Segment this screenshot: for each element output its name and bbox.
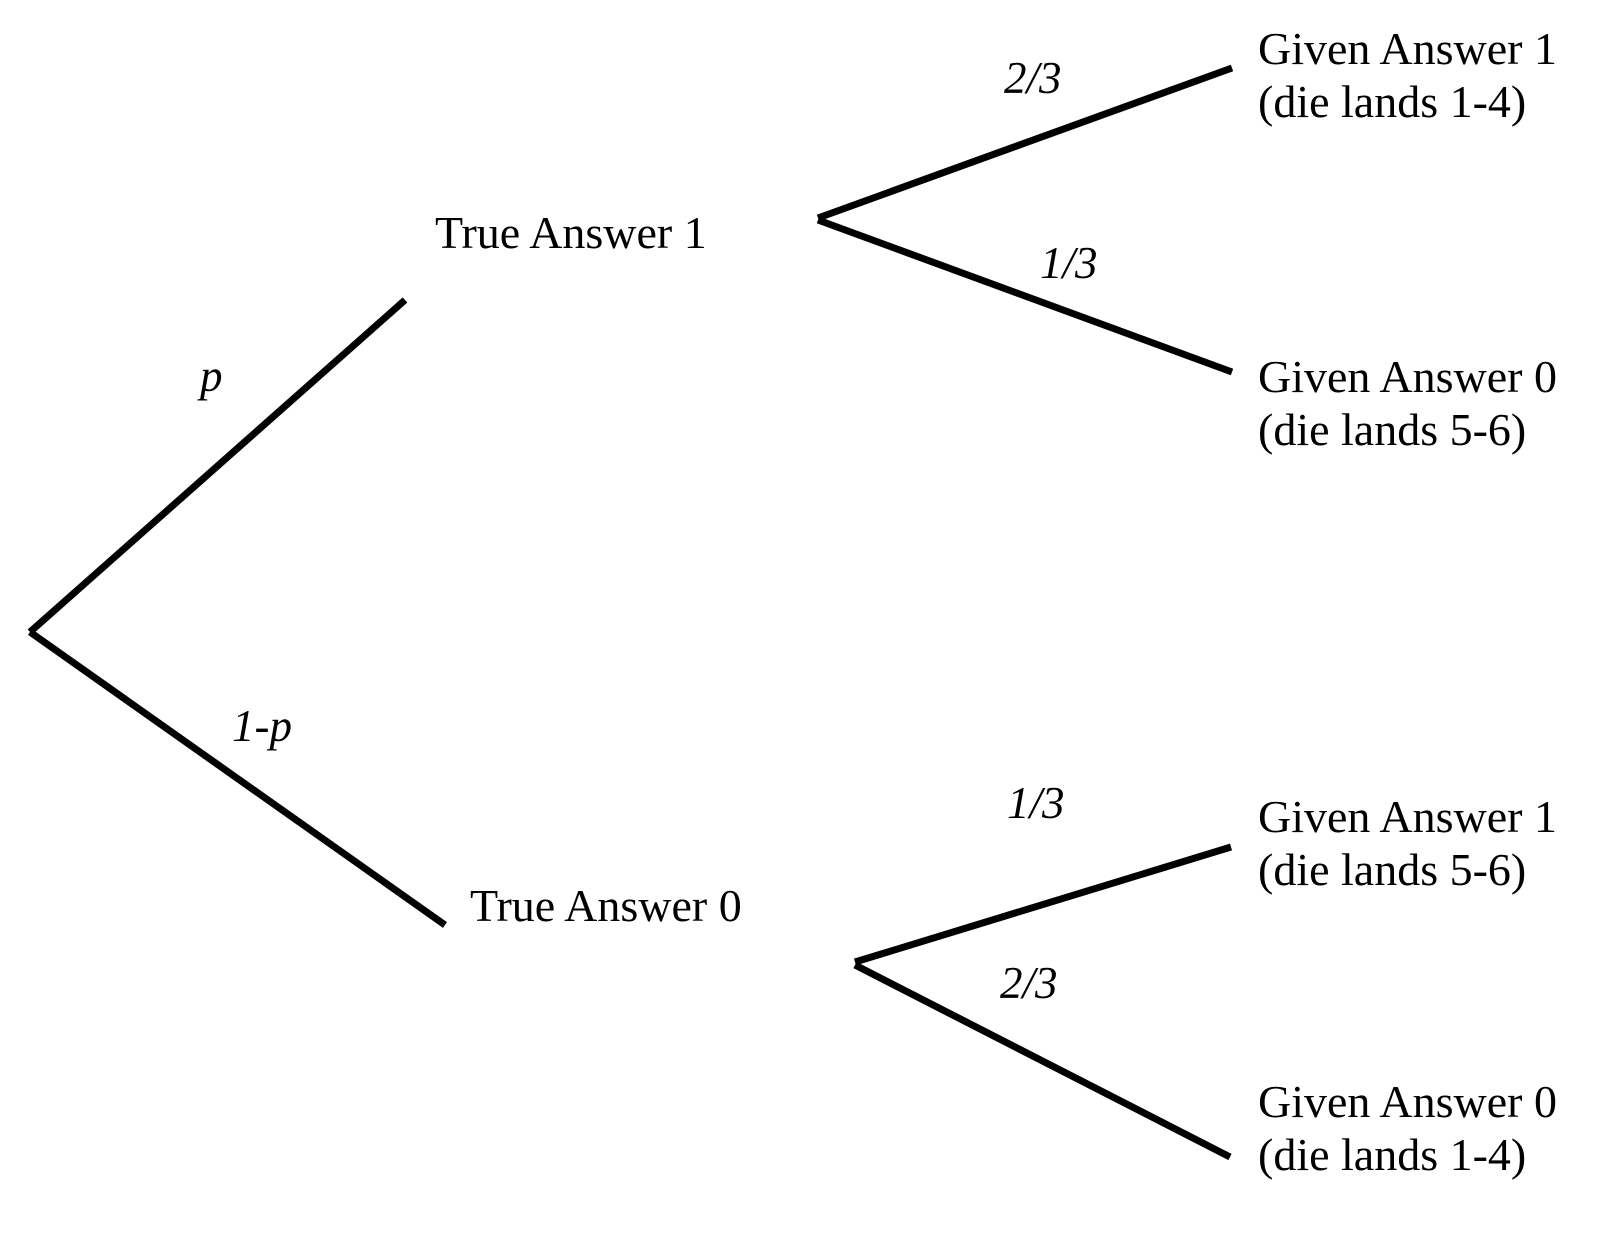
leaf-line-2: (die lands 5-6): [1258, 404, 1527, 456]
leaf-line-2: (die lands 1-4): [1258, 1129, 1527, 1181]
leaf-line-2: (die lands 1-4): [1258, 76, 1527, 128]
edge-label-p: p: [200, 351, 223, 401]
edge-label-one-minus-p: 1-p: [232, 701, 292, 751]
leaf-given-answer-0-die-1-4: Given Answer 0 (die lands 1-4): [1258, 1075, 1557, 1182]
leaf-given-answer-0-die-5-6: Given Answer 0 (die lands 5-6): [1258, 350, 1557, 457]
edge-label-one-third-lower: 1/3: [1007, 778, 1065, 828]
edge-label-one-third-upper: 1/3: [1040, 238, 1098, 288]
edge-true-answer-0-to-given-answer-1: [853, 843, 1233, 966]
node-true-answer-1: True Answer 1: [435, 207, 707, 258]
leaf-line-1: Given Answer 0: [1258, 351, 1557, 402]
edge-root-to-true-answer-1: [27, 297, 408, 635]
edge-root-to-true-answer-0: [27, 629, 448, 928]
node-true-answer-0: True Answer 0: [470, 880, 742, 931]
leaf-given-answer-1-die-1-4: Given Answer 1 (die lands 1-4): [1258, 22, 1557, 129]
leaf-line-1: Given Answer 1: [1258, 791, 1557, 842]
leaf-line-1: Given Answer 1: [1258, 23, 1557, 74]
leaf-given-answer-1-die-5-6: Given Answer 1 (die lands 5-6): [1258, 790, 1557, 897]
edge-true-answer-1-to-given-answer-0: [816, 216, 1234, 376]
leaf-line-2: (die lands 5-6): [1258, 844, 1527, 896]
edge-true-answer-1-to-given-answer-1: [816, 64, 1234, 222]
edge-label-two-thirds-upper: 2/3: [1004, 53, 1062, 103]
edge-label-two-thirds-lower: 2/3: [1000, 958, 1058, 1008]
edge-true-answer-0-to-given-answer-0: [853, 961, 1232, 1161]
leaf-line-1: Given Answer 0: [1258, 1076, 1557, 1127]
